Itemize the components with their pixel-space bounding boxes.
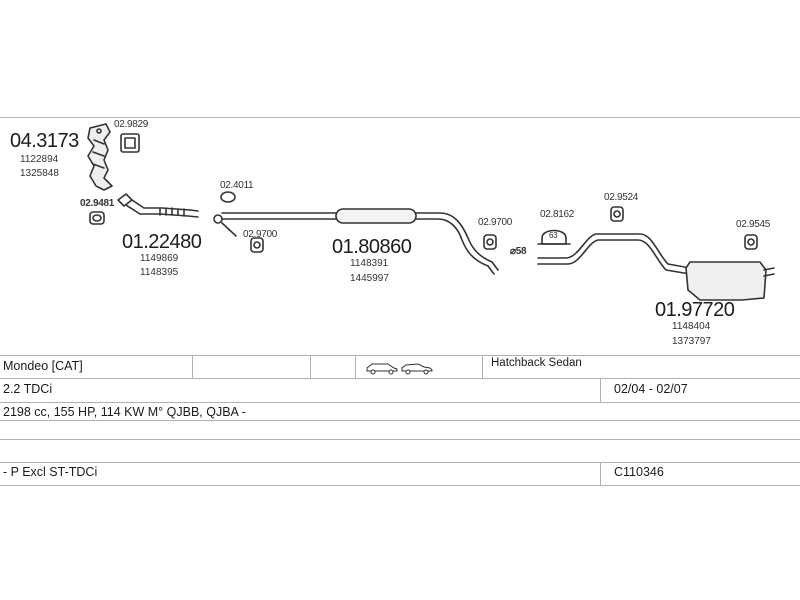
column-divider [600, 462, 601, 485]
table-row [0, 462, 800, 486]
column-divider [192, 355, 193, 378]
clamp-size-label: 63 [549, 231, 558, 240]
table-row [0, 439, 800, 463]
column-divider [310, 355, 311, 378]
engine-spec: 2198 cc, 155 HP, 114 KW M° QJBB, QJBA - [3, 405, 246, 419]
hanger-3-code: 02.9524 [604, 192, 639, 203]
gasket-small-icon [89, 211, 105, 225]
exhaust-diagram: 04.3173 1122894 1325848 02.9829 02.9481 … [10, 119, 775, 347]
part-code-center: 01.80860 [332, 236, 412, 258]
hanger-icon-3 [610, 206, 624, 222]
variant-note: - P Excl ST-TDCi [3, 465, 98, 479]
part-code-cat: 04.3173 [10, 130, 79, 152]
hanger-icon-2 [483, 234, 497, 250]
column-divider [600, 378, 601, 402]
table-row [0, 420, 800, 441]
part-ref-center-2: 1445997 [350, 273, 389, 284]
catalytic-converter-icon [87, 123, 113, 191]
part-ref-cat-2: 1325848 [20, 168, 59, 179]
rear-section-icon [537, 233, 775, 301]
table-row [0, 402, 800, 421]
catalog-code: C110346 [614, 465, 664, 479]
table-row [0, 355, 800, 379]
part-ref-front-pipe-1: 1149869 [140, 253, 179, 264]
hanger-icon-4 [744, 234, 758, 250]
hanger-icon-1 [250, 237, 264, 253]
hanger-4-code: 02.9545 [736, 219, 771, 230]
gasket-icon [120, 133, 140, 153]
ring-clamp-code: 02.4011 [220, 180, 254, 191]
part-ref-cat-1: 1122894 [20, 154, 59, 165]
car-icon [366, 363, 433, 375]
part-ref-front-pipe-2: 1148395 [140, 267, 179, 278]
table-row [0, 485, 800, 487]
part-code-rear: 01.97720 [655, 299, 735, 321]
column-divider [355, 355, 356, 378]
part-ref-rear-1: 1148404 [672, 321, 711, 332]
body-type: Hatchback Sedan [491, 357, 582, 369]
table-row [0, 378, 800, 402]
production-years: 02/04 - 02/07 [614, 382, 688, 396]
clamp-63-icon [537, 229, 571, 245]
ring-clamp-icon [213, 191, 237, 237]
pipe-diameter-label: ⌀58 [510, 246, 527, 257]
front-pipe-icon [117, 193, 199, 218]
engine-type: 2.2 TDCi [3, 382, 53, 396]
hanger-2-code: 02.9700 [478, 217, 513, 228]
column-divider [482, 355, 483, 378]
hanger-1-code: 02.9700 [243, 229, 278, 240]
part-ref-center-1: 1148391 [350, 258, 389, 269]
exhaust-drawing [87, 123, 775, 301]
center-section-icon [221, 208, 499, 275]
model-name: Mondeo [CAT] [3, 359, 83, 373]
part-ref-rear-2: 1373797 [672, 336, 711, 347]
vehicle-info-table: Mondeo [CAT] Hatchback Sedan 2.2 TDCi 02… [0, 355, 800, 490]
top-border [0, 117, 800, 118]
gasket-left-code: 02.9481 [80, 198, 115, 209]
clamp-63-code: 02.8162 [540, 209, 575, 220]
part-code-front-pipe: 01.22480 [122, 231, 202, 253]
gasket-top-code: 02.9829 [114, 119, 149, 130]
